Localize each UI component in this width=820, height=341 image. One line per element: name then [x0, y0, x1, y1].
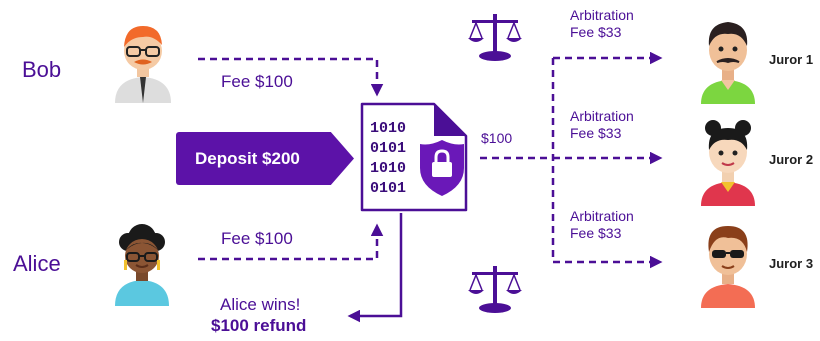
juror2-fee-line1: Arbitration	[570, 108, 634, 124]
lock-shield-icon	[420, 140, 464, 196]
smart-contract-document-icon: 1010 0101 1010 0101	[360, 102, 468, 212]
refund-line2: $100 refund	[211, 316, 307, 335]
bob-fee-label: Fee $100	[221, 72, 293, 91]
juror1-avatar-icon	[701, 22, 755, 104]
alice-avatar-icon	[115, 224, 169, 306]
juror3-avatar-icon	[701, 226, 755, 308]
bob-avatar-icon	[115, 26, 171, 103]
binary-line-2: 0101	[370, 140, 406, 157]
juror3-fee-line1: Arbitration	[570, 208, 634, 224]
refund-arrow	[347, 213, 403, 323]
binary-line-4: 0101	[370, 180, 406, 197]
payout-label: $100	[481, 130, 513, 146]
alice-label: Alice	[13, 251, 61, 276]
deposit-arrow-badge: Deposit $200	[176, 132, 354, 185]
binary-line-3: 1010	[370, 160, 406, 177]
juror2-avatar-icon	[701, 120, 755, 206]
juror2-fee-label: Arbitration Fee $33	[570, 108, 634, 142]
alice-fee-label: Fee $100	[221, 229, 293, 248]
juror3-fee-line2: Fee $33	[570, 225, 622, 241]
bob-label: Bob	[22, 57, 62, 82]
refund-line1: Alice wins!	[220, 295, 301, 314]
scales-of-justice-icon	[468, 14, 522, 61]
juror1-fee-line2: Fee $33	[570, 24, 622, 40]
juror1-fee-label: Arbitration Fee $33	[570, 7, 634, 41]
juror2-fee-line2: Fee $33	[570, 125, 622, 141]
juror3-fee-label: Arbitration Fee $33	[570, 208, 634, 242]
scales-of-justice-icon-2	[468, 266, 522, 313]
juror1-fee-line1: Arbitration	[570, 7, 634, 23]
binary-line-1: 1010	[370, 120, 406, 137]
juror1-label: Juror 1	[769, 52, 814, 67]
juror2-label: Juror 2	[769, 152, 814, 167]
juror3-label: Juror 3	[769, 256, 814, 271]
deposit-label: Deposit $200	[195, 149, 300, 168]
